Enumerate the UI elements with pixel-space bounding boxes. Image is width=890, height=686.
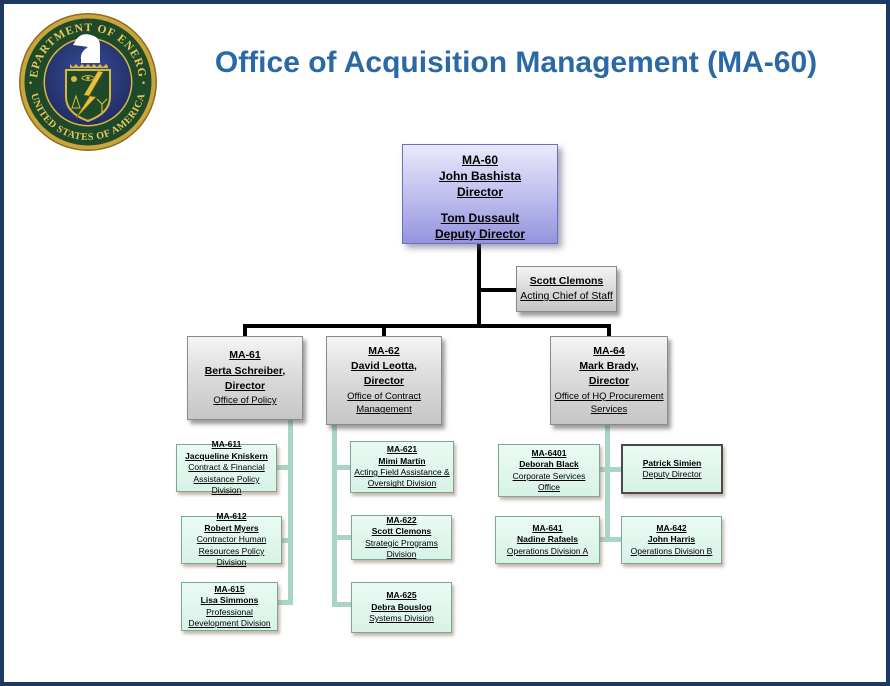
connector-ma622-stub (336, 535, 352, 540)
office-name: Office of Policy (213, 394, 277, 406)
person-name: Patrick Simien (642, 457, 702, 468)
person-name: Debra Bouslog (371, 601, 432, 612)
connector-ma62-stub (382, 326, 386, 336)
division-name: Corporate Services Office (512, 470, 586, 492)
org-code: MA-625 (386, 590, 417, 601)
connector-trunk-horizontal (243, 324, 611, 328)
division-name: Professional Development Division (188, 606, 271, 628)
org-box-ma642: MA-642 John Harris Operations Division B (621, 516, 722, 564)
org-code: MA-621 (386, 444, 418, 455)
person-name: Mark Brady, (579, 360, 639, 373)
connector-ma61-stub (243, 326, 247, 336)
seal-dot-left: • (29, 78, 32, 88)
division-name: Contractor Human Resources Policy Divisi… (196, 534, 267, 568)
org-box-patrick-simien: Patrick Simien Deputy Director (621, 444, 723, 494)
person-title: Director (588, 375, 630, 388)
person-title: Acting Chief of Staff (520, 290, 613, 302)
person-name: Jacqueline Kniskern (185, 450, 268, 461)
lightning-bolt-icon (75, 70, 104, 119)
page-title: Office of Acquisition Management (MA-60) (214, 46, 818, 79)
org-box-chief-of-staff: Scott Clemons Acting Chief of Staff (516, 266, 617, 312)
org-code: MA-62 (368, 344, 400, 357)
org-box-ma622: MA-622 Scott Clemons Strategic Programs … (351, 515, 452, 560)
connector-ma625-stub (336, 602, 352, 607)
org-box-ma615: MA-615 Lisa Simmons Professional Develop… (181, 582, 278, 631)
org-box-ma612: MA-612 Robert Myers Contractor Human Res… (181, 511, 282, 567)
person-title: Director (456, 185, 503, 200)
office-name: Office of HQ Procurement Services (554, 390, 664, 416)
connector-ma61-branch (288, 420, 293, 605)
connector-ma62-branch (332, 425, 337, 607)
person-name: John Bashista (438, 169, 522, 184)
org-box-ma6401: MA-6401 Deborah Black Corporate Services… (498, 444, 600, 497)
org-code: MA-622 (386, 514, 417, 525)
person-title: Deputy Director (642, 469, 702, 479)
org-code: MA-611 (211, 439, 242, 450)
org-code: MA-6401 (531, 447, 567, 458)
division-name: Contract & Financial Assistance Policy D… (188, 462, 265, 496)
person-name: Mimi Martin (378, 455, 426, 466)
division-name: Operations Division B (630, 545, 713, 556)
doe-seal-icon: DEPARTMENT OF ENERGY UNITED STATES OF AM… (18, 12, 157, 151)
person-name: Scott Clemons (529, 274, 604, 287)
person-name: David Leotta, (351, 360, 417, 373)
connector-ma64-row2-stub (599, 537, 622, 542)
person-title: Director (224, 379, 266, 392)
office-name: Office of Contract Management (347, 390, 421, 416)
org-box-ma621: MA-621 Mimi Martin Acting Field Assistan… (350, 441, 454, 493)
org-code: MA-612 (216, 511, 247, 522)
connector-ma64-stub (607, 326, 611, 336)
connector-ma621-stub (336, 465, 351, 470)
org-box-ma62: MA-62 David Leotta, Director Office of C… (326, 336, 442, 425)
connector-root-vertical (477, 244, 481, 328)
org-box-ma61: MA-61 Berta Schreiber, Director Office o… (187, 336, 303, 420)
seal-dot-right: • (142, 78, 145, 88)
connector-chief-of-staff (481, 288, 518, 292)
person-name: Tom Dussault (440, 210, 520, 225)
person-name: Scott Clemons (371, 526, 432, 537)
person-name: John Harris (647, 534, 696, 545)
connector-ma615-stub (277, 600, 290, 605)
connector-ma64-branch (605, 425, 610, 540)
org-code: MA-642 (656, 522, 687, 533)
connector-ma64-row1-stub (599, 467, 622, 472)
person-name: Robert Myers (204, 522, 259, 533)
org-code: MA-60 (461, 153, 498, 167)
division-name: Operations Division A (506, 545, 589, 556)
division-name: Strategic Programs Division (365, 537, 438, 559)
person-title: Director (363, 375, 405, 388)
connector-ma612-stub (281, 538, 290, 543)
person-name: Nadine Rafaels (517, 534, 578, 545)
org-box-ma641: MA-641 Nadine Rafaels Operations Divisio… (495, 516, 600, 564)
connector-ma611-stub (276, 465, 290, 470)
org-box-ma64: MA-64 Mark Brady, Director Office of HQ … (550, 336, 668, 425)
org-code: MA-64 (593, 344, 625, 357)
person-name: Lisa Simmons (200, 595, 259, 606)
org-code: MA-641 (532, 522, 563, 533)
org-box-ma625: MA-625 Debra Bouslog Systems Division (351, 582, 452, 633)
person-name: Berta Schreiber, (204, 364, 286, 377)
division-name: Systems Division (369, 613, 434, 624)
org-code: MA-615 (214, 583, 245, 594)
person-name: Deborah Black (519, 459, 579, 470)
org-box-ma611: MA-611 Jacqueline Kniskern Contract & Fi… (176, 439, 277, 495)
person-title: Deputy Director (434, 226, 526, 241)
org-box-ma60: MA-60 John Bashista Director Tom Dussaul… (402, 144, 558, 244)
division-name: Acting Field Assistance & Oversight Divi… (354, 467, 450, 489)
org-code: MA-61 (229, 349, 261, 362)
eagle-icon (73, 34, 100, 63)
